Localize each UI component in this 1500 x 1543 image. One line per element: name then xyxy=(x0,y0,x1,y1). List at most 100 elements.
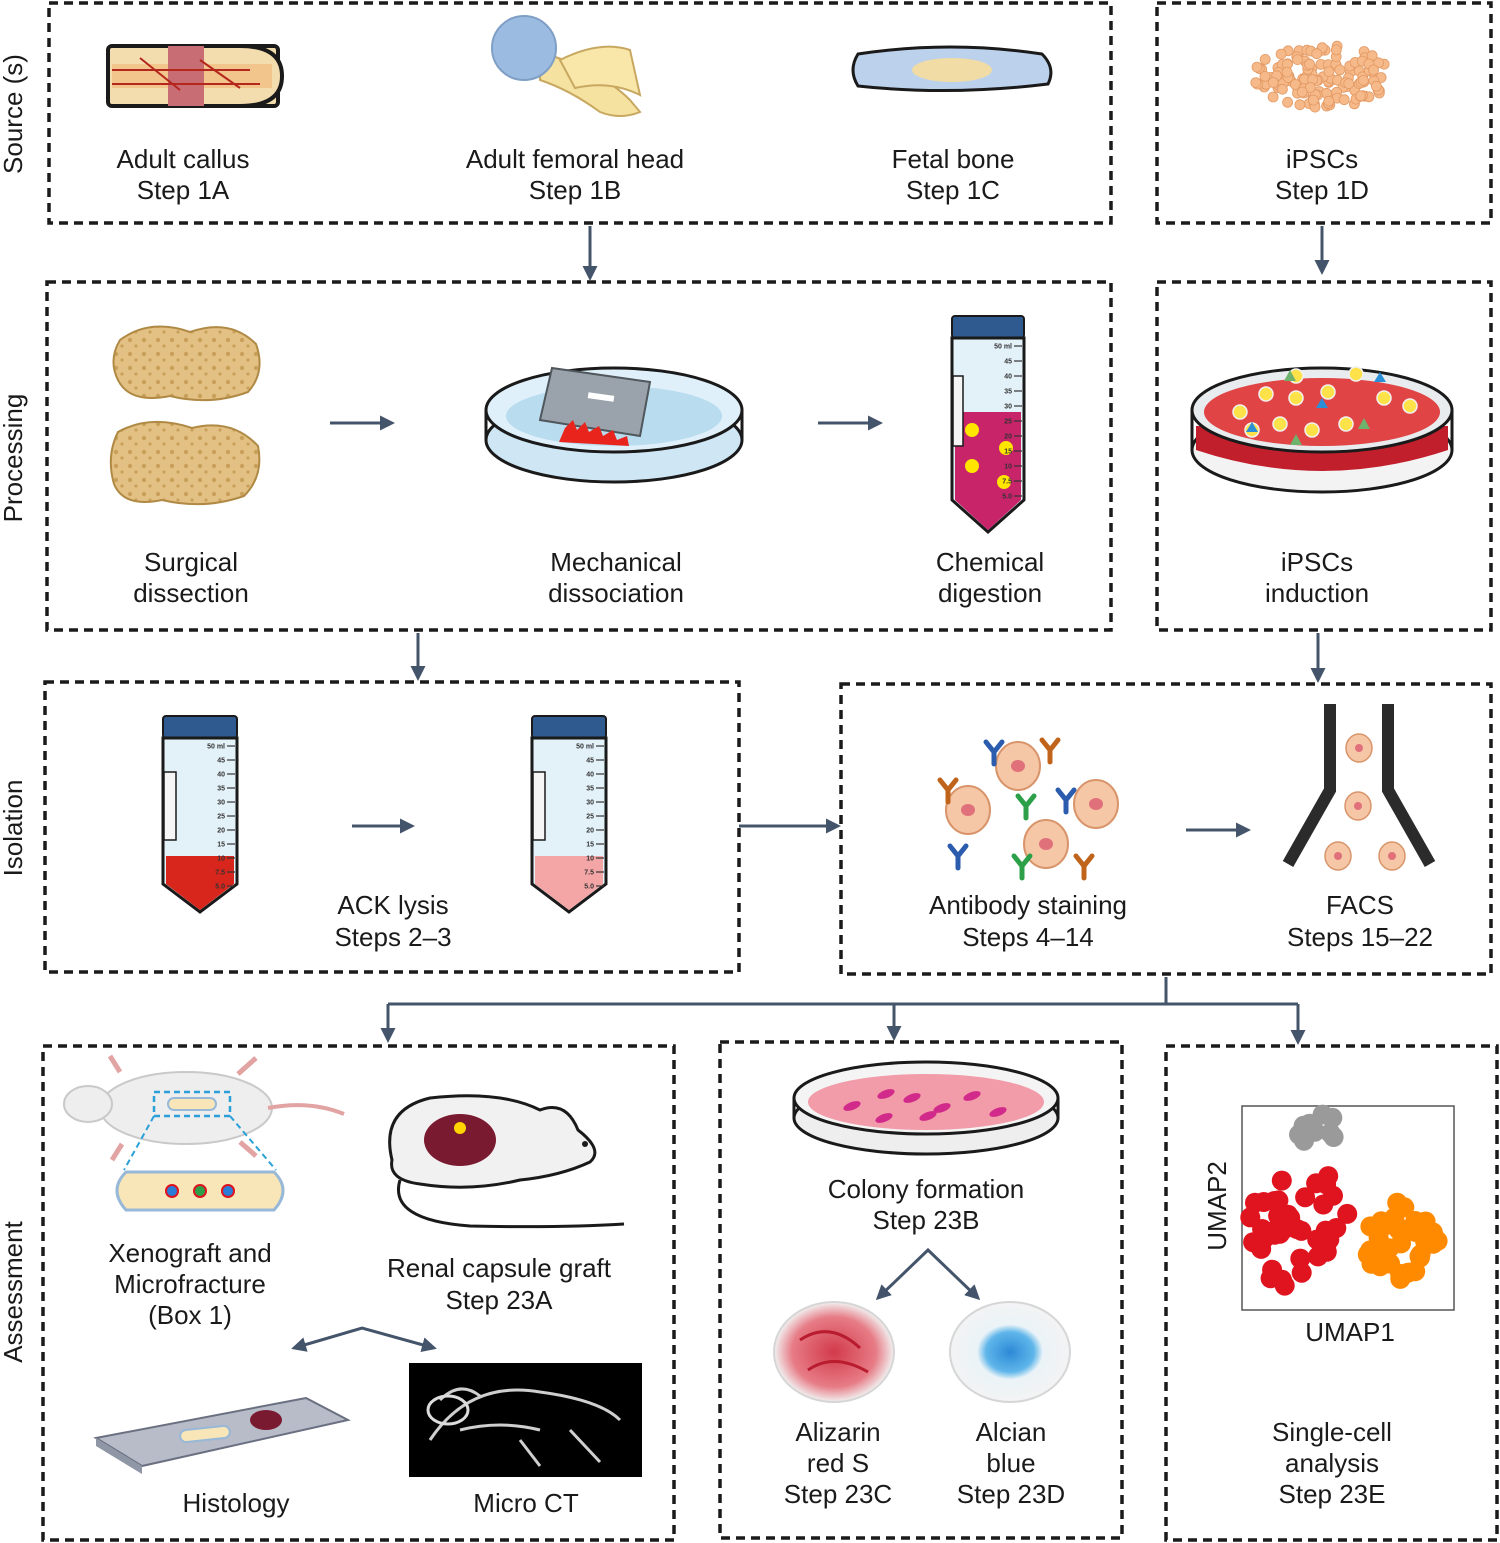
ipsc-cell xyxy=(1251,61,1263,73)
cell-nucleus xyxy=(1334,852,1342,860)
colony-spot xyxy=(989,1107,1007,1117)
ipsc-cell xyxy=(1294,99,1306,111)
antibody-mark xyxy=(1039,737,1061,765)
tube-tick-label: 45 xyxy=(1004,359,1012,366)
tube-tick-label: 45 xyxy=(217,758,225,765)
tube-tick-label: 25 xyxy=(217,814,225,821)
fetal-bone-icon xyxy=(851,45,1053,93)
star-marker xyxy=(1374,372,1386,382)
chemical-label-1: Chemical xyxy=(936,547,1044,577)
ipsc-cell xyxy=(1368,64,1379,76)
umap-point xyxy=(1320,1123,1341,1144)
surgical-label-1: Surgical xyxy=(144,547,238,577)
tube-tick-label: 30 xyxy=(586,800,594,807)
umap-point xyxy=(1405,1261,1426,1282)
histology-label: Histology xyxy=(183,1488,290,1518)
tube-tick-label: 10 xyxy=(217,856,225,863)
facs-step: Steps 15–22 xyxy=(1287,922,1433,952)
surgical-label-2: dissection xyxy=(133,578,249,608)
fetal-step: Step 1C xyxy=(906,175,1000,205)
tube-tick-label: 25 xyxy=(586,814,594,821)
induction-label-2: induction xyxy=(1265,578,1369,608)
ipsc-colonies xyxy=(1232,366,1418,445)
colony-spot xyxy=(877,1089,895,1099)
cell-nucleus xyxy=(1089,798,1103,810)
femoral-label: Adult femoral head xyxy=(466,144,684,174)
ack-label: ACK lysis xyxy=(337,890,448,920)
triangle-marker xyxy=(1290,434,1302,445)
antibody-step: Steps 4–14 xyxy=(962,922,1094,952)
umap-point xyxy=(1323,1185,1343,1206)
fetal-label: Fetal bone xyxy=(892,144,1015,174)
tube-tick-label: 10 xyxy=(1004,464,1012,471)
ipsc-cell xyxy=(1358,75,1369,86)
mechanical-label-2: dissociation xyxy=(548,578,684,608)
umap-point xyxy=(1370,1256,1391,1277)
singlecell-label-2: analysis xyxy=(1285,1448,1379,1478)
femoral-step: Step 1B xyxy=(529,175,622,205)
tube-tick-label: 25 xyxy=(1004,419,1012,426)
cell-nucleus xyxy=(961,804,975,816)
umap-point xyxy=(1390,1263,1411,1284)
tube-tick-label: 7.5 xyxy=(1002,479,1012,486)
umap-point xyxy=(1271,1170,1292,1191)
umap-point xyxy=(1312,1104,1333,1125)
star-marker xyxy=(1316,398,1328,408)
femoral-head-icon xyxy=(491,15,642,117)
triangle-marker xyxy=(1358,418,1370,429)
colony-step: Step 23B xyxy=(873,1205,980,1235)
facs-label: FACS xyxy=(1326,890,1394,920)
arrow-colony-to-stains xyxy=(875,1247,981,1301)
alcian-label-2: blue xyxy=(986,1448,1035,1478)
tube-tick-label: 50 ml xyxy=(994,344,1012,351)
ipsc-cell xyxy=(1281,66,1293,78)
ipsc-cell xyxy=(1267,91,1279,103)
umap-point xyxy=(1387,1192,1408,1213)
umap-point xyxy=(1316,1241,1337,1262)
isolation-sorting-box xyxy=(839,682,1493,976)
tube-tick-label: 40 xyxy=(1004,374,1012,381)
tube-tick-label: 35 xyxy=(217,786,225,793)
ipsc-cell xyxy=(1267,77,1279,88)
isolation-lysis-box xyxy=(43,680,741,974)
tube-tick-label: 15 xyxy=(586,842,594,849)
colony-spot xyxy=(933,1103,951,1113)
ipsc-cell xyxy=(1334,64,1346,76)
antibody-mark xyxy=(1011,853,1033,881)
ipsc-cell xyxy=(1292,54,1303,65)
tube-tick-label: 45 xyxy=(586,758,594,765)
ipsc-cell xyxy=(1323,66,1335,77)
tube-tick-label: 40 xyxy=(586,772,594,779)
tube-tick-label: 7.5 xyxy=(584,870,594,877)
ipsc-colony xyxy=(1402,398,1418,414)
flow-arrows xyxy=(330,226,1330,1045)
ipsc-colony xyxy=(1338,416,1354,432)
antibody-mark xyxy=(1073,853,1095,881)
cell-nucleus xyxy=(1011,760,1025,772)
renal-step: Step 23A xyxy=(446,1285,554,1315)
tube-tick-label: 7.5 xyxy=(215,870,225,877)
source-box xyxy=(47,1,1113,225)
callus-label: Adult callus xyxy=(117,144,250,174)
singlecell-label-1: Single-cell xyxy=(1272,1417,1392,1447)
tube-tick-label: 50 ml xyxy=(576,744,594,751)
cell-nucleus xyxy=(1354,802,1362,810)
ipsc-colony xyxy=(1376,390,1392,406)
processing-box xyxy=(45,280,1113,632)
ipsc-colony xyxy=(1348,366,1364,382)
umap-point xyxy=(1264,1224,1285,1245)
ipsc-colony xyxy=(1320,384,1336,400)
antibody-mark xyxy=(947,843,969,871)
antibody-mark xyxy=(1055,787,1077,815)
cell-nucleus xyxy=(1355,744,1363,752)
ipsc-colony xyxy=(1304,422,1320,438)
ipsc-cell xyxy=(1355,90,1367,102)
renal-graft-mouse-icon xyxy=(388,1094,625,1229)
umap-point xyxy=(1289,1124,1309,1145)
umap-xlabel: UMAP1 xyxy=(1305,1317,1395,1347)
tube-tick-label: 5.0 xyxy=(215,884,225,891)
